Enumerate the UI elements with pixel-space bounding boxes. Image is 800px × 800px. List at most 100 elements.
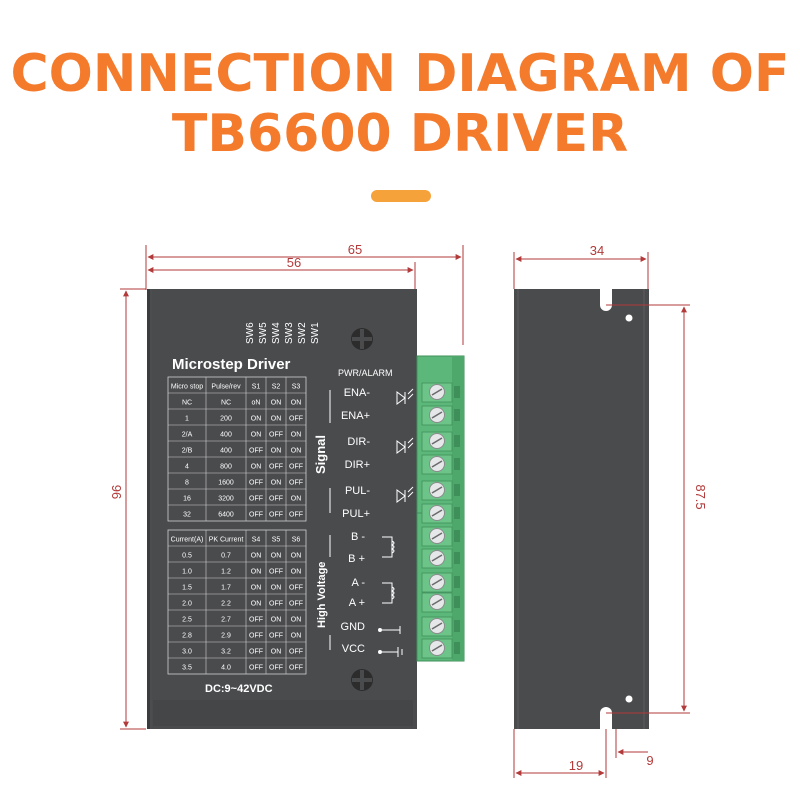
- power-pin-label: B -: [351, 531, 365, 543]
- table-cell: ON: [271, 480, 282, 487]
- table-cell: 16: [183, 496, 191, 503]
- terminal-block: [416, 355, 465, 662]
- table-cell: 2/B: [182, 448, 193, 455]
- signal-label: Signal: [313, 435, 328, 474]
- table-cell: ON: [291, 553, 302, 560]
- table-cell: 200: [220, 416, 232, 423]
- table-cell: ON: [291, 617, 302, 624]
- table-cell: 32: [183, 512, 191, 519]
- table-cell: 3.5: [182, 665, 192, 672]
- table-cell: 2/A: [182, 432, 193, 439]
- table-header-cell: Pulse/rev: [211, 384, 241, 391]
- table-header-cell: S6: [292, 537, 301, 544]
- power-pin-label: A +: [349, 597, 365, 609]
- table-cell: 4: [185, 464, 189, 471]
- table-cell: OFF: [249, 448, 263, 455]
- switch-label: SW1: [310, 322, 321, 344]
- table-cell: 6400: [218, 512, 234, 519]
- table-cell: 0.5: [182, 553, 192, 560]
- table-cell: ON: [271, 649, 282, 656]
- table-cell: OFF: [269, 601, 283, 608]
- table-cell: ON: [291, 432, 302, 439]
- switch-label: SW6: [245, 322, 256, 344]
- dim-bottom-offset: 19: [569, 758, 583, 773]
- table-cell: 800: [220, 464, 232, 471]
- table-cell: OFF: [249, 480, 263, 487]
- table-cell: oN: [252, 400, 261, 407]
- table-cell: OFF: [249, 665, 263, 672]
- switch-labels: SW6 SW5 SW4 SW3 SW2 SW1: [245, 322, 321, 344]
- table-header-cell: S1: [252, 384, 261, 391]
- table-header-cell: S3: [292, 384, 301, 391]
- accent-bar: [371, 190, 431, 202]
- table-cell: 3.2: [221, 649, 231, 656]
- power-pin-label: B +: [348, 553, 365, 565]
- terminal-screw-icon: [421, 405, 460, 426]
- table-cell: 2.2: [221, 601, 231, 608]
- panel-label: Microstep Driver: [172, 356, 291, 373]
- table-cell: OFF: [289, 585, 303, 592]
- driver-front-view: SW6 SW5 SW4 SW3 SW2 SW1 Microstep Driver…: [147, 289, 417, 729]
- side-body: [514, 289, 649, 729]
- table-header-cell: PK Current: [209, 537, 244, 544]
- optocoupler-icon: [396, 486, 414, 503]
- table-cell: OFF: [249, 512, 263, 519]
- table-cell: OFF: [289, 512, 303, 519]
- table-cell: 1.7: [221, 585, 231, 592]
- bottom-slot: [600, 707, 612, 729]
- table-cell: 0.7: [221, 553, 231, 560]
- power-pin-label: VCC: [342, 643, 365, 655]
- table-header-cell: S5: [272, 537, 281, 544]
- table-cell: NC: [221, 400, 231, 407]
- table-cell: OFF: [289, 649, 303, 656]
- coil-icon: [382, 536, 395, 558]
- table-cell: ON: [291, 569, 302, 576]
- signal-pin-label: ENA+: [341, 410, 370, 422]
- table-cell: 1: [185, 416, 189, 423]
- terminal-screw-icon: [421, 616, 460, 637]
- table-cell: 2.9: [221, 633, 231, 640]
- dim-width-total: 65: [348, 242, 362, 257]
- terminal-screw-icon: [421, 572, 460, 593]
- table-cell: OFF: [289, 416, 303, 423]
- terminal-screw-icon: [421, 548, 460, 569]
- table-cell: ON: [271, 585, 282, 592]
- power-pin-label: A -: [352, 577, 366, 589]
- optocoupler-icon: [396, 388, 414, 405]
- table-cell: NC: [182, 400, 192, 407]
- table-cell: ON: [291, 448, 302, 455]
- table-cell: OFF: [269, 665, 283, 672]
- terminal-screw-icon: [421, 638, 460, 659]
- switch-label: SW3: [284, 322, 295, 344]
- title-line-1: CONNECTION DIAGRAM OF: [10, 44, 790, 104]
- screw-top-icon: [351, 328, 373, 350]
- table-cell: OFF: [289, 480, 303, 487]
- table-cell: ON: [251, 601, 262, 608]
- terminal-screw-icon: [421, 382, 460, 403]
- terminal-screw-icon: [421, 431, 460, 452]
- terminal-screw-icon: [421, 480, 460, 501]
- switch-label: SW2: [297, 322, 308, 344]
- table-cell: ON: [271, 416, 282, 423]
- table-cell: OFF: [249, 649, 263, 656]
- signal-pin-label: DIR+: [345, 459, 370, 471]
- table-header-cell: S4: [252, 537, 261, 544]
- table-header-cell: Micro stop: [171, 384, 203, 391]
- table-cell: 8: [185, 480, 189, 487]
- table-cell: OFF: [249, 496, 263, 503]
- hole-bottom: [625, 695, 633, 703]
- switch-label: SW5: [258, 322, 269, 344]
- table-cell: OFF: [249, 617, 263, 624]
- hole-top: [625, 314, 633, 322]
- table-cell: OFF: [289, 665, 303, 672]
- switch-label: SW4: [271, 322, 282, 344]
- optocoupler-icon: [396, 437, 414, 454]
- table-cell: 2.0: [182, 601, 192, 608]
- table-cell: ON: [291, 633, 302, 640]
- table-cell: 1.0: [182, 569, 192, 576]
- dim-height-total: 96: [109, 485, 124, 499]
- signal-pin-label: DIR-: [347, 436, 370, 448]
